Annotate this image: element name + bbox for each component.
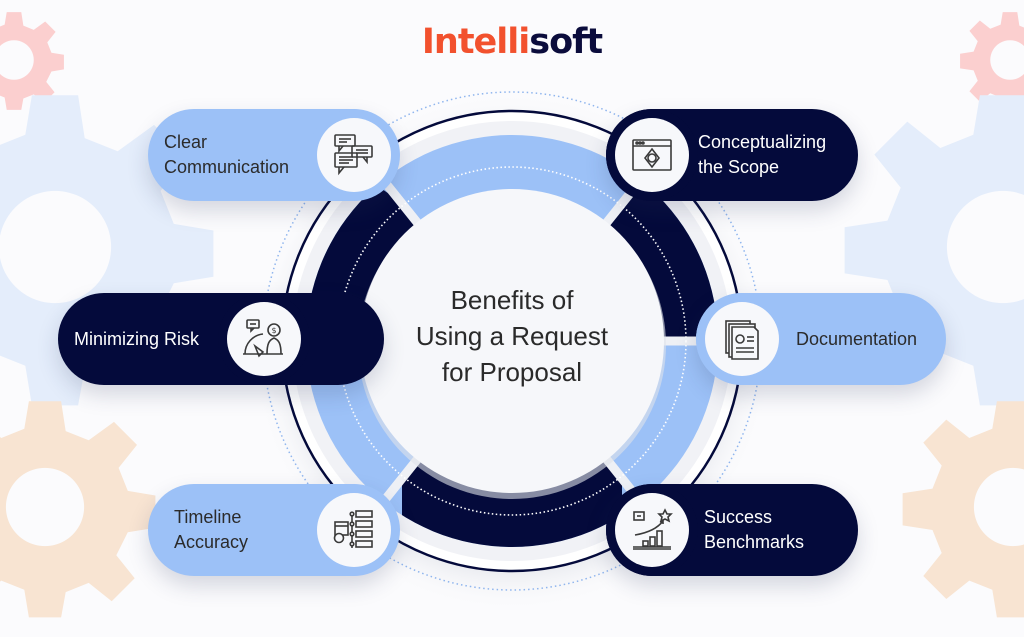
gear-pink-top-left-icon: [0, 12, 64, 110]
risk-gauge-icon: $: [243, 319, 283, 358]
benefit-icon-badge: [308, 484, 400, 576]
chat-bubbles-icon: [334, 134, 373, 176]
benefit-label: Success Benchmarks: [704, 507, 805, 552]
gear-pink-top-right-icon: [960, 12, 1024, 110]
benefit-icon-badge: [696, 293, 788, 385]
benefit-icon-badge: [606, 484, 698, 576]
browser-target-icon: [632, 139, 672, 171]
growth-chart-icon: [633, 508, 673, 550]
timeline-calendar-icon: [333, 510, 373, 548]
benefit-label: Timeline Accuracy: [174, 507, 249, 552]
documents-icon: [725, 320, 759, 360]
benefit-label: Documentation: [796, 328, 918, 349]
benefit-icon-badge: [308, 109, 400, 201]
benefit-icon-badge: [606, 109, 698, 201]
svg-text:$: $: [272, 326, 277, 335]
intellisoft-logo: Intellisoft: [0, 22, 1024, 62]
gear-peach-right-icon: [902, 401, 1024, 618]
benefit-label: Minimizing Risk: [74, 328, 200, 349]
gear-peach-left-icon: [0, 401, 156, 618]
logo-part-soft: soft: [529, 22, 603, 62]
logo-part-intelli: Intelli: [421, 22, 530, 62]
benefit-label: Clear Communication: [164, 132, 290, 177]
benefit-label: Conceptualizing the Scope: [698, 132, 827, 177]
center-title: Benefits of Using a Request for Proposal: [415, 285, 609, 387]
benefit-icon-badge: $: [218, 293, 310, 385]
